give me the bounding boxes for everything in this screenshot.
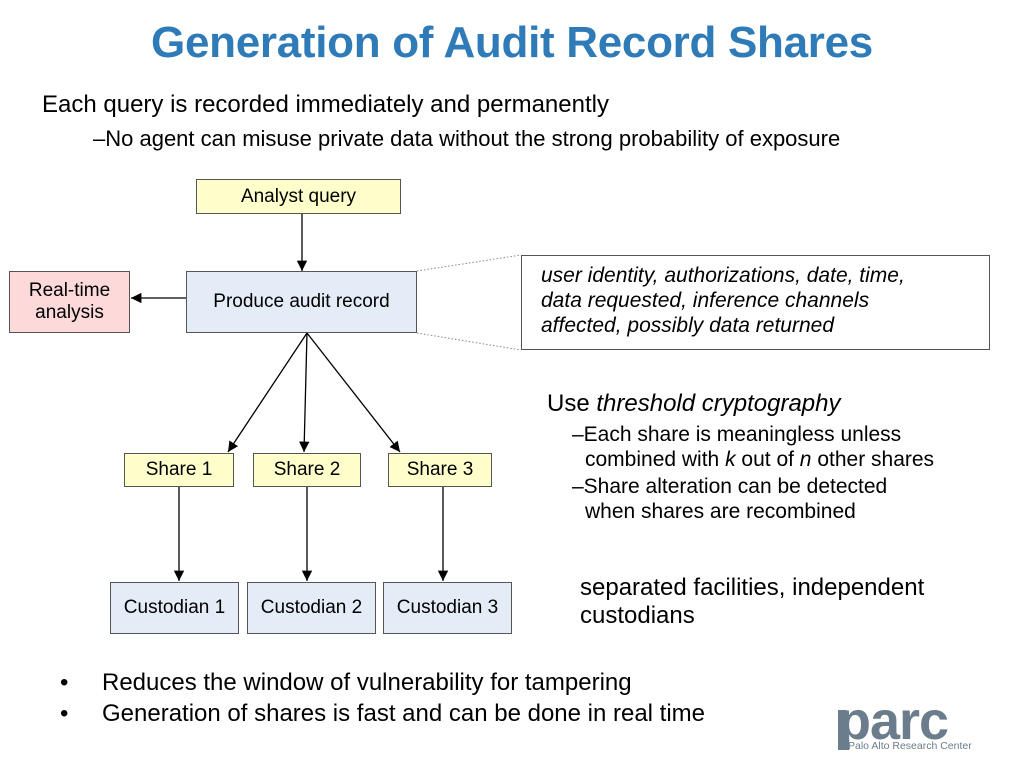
threshold-point-1-line2: combined with k out of n other shares <box>572 447 1017 472</box>
logo-wordmark: parc <box>838 691 949 751</box>
arrow-record-to-share2 <box>299 332 310 453</box>
logo-bar <box>838 710 846 750</box>
analyst-query-box: Analyst query <box>196 179 401 214</box>
realtime-analysis-line1: Real-time <box>28 280 111 301</box>
logo-subtitle: Palo Alto Research Center <box>848 740 972 752</box>
threshold-point-1: –Each share is meaningless unless combin… <box>572 422 1017 472</box>
bullet-item: • Reduces the window of vulnerability fo… <box>60 669 632 697</box>
annotation-line: affected, possibly data returned <box>541 314 835 337</box>
parc-logo: parc Palo Alto Research Center <box>838 691 998 756</box>
subtitle-subline: –No agent can misuse private data withou… <box>93 126 841 151</box>
share-3-box: Share 3 <box>388 453 492 487</box>
arrow-record-to-share1 <box>227 332 308 453</box>
custodian-2-box: Custodian 2 <box>247 582 376 634</box>
threshold-point-2-line1: –Share alteration can be detected <box>572 475 888 498</box>
threshold-prefix: Use <box>547 390 597 417</box>
threshold-point-2-line2: when shares are recombined <box>585 500 856 523</box>
arrow-record-to-share3 <box>306 332 401 453</box>
page-title: Generation of Audit Record Shares <box>151 18 873 67</box>
bullet-text: Generation of shares is fast and can be … <box>102 700 706 727</box>
audit-record-contents-box <box>521 255 990 350</box>
text-fragment: combined with <box>585 448 726 471</box>
bullet-text: Reduces the window of vulnerability for … <box>102 669 632 696</box>
threshold-point-1-line1: –Each share is meaningless unless <box>572 423 902 446</box>
custodian-1-box: Custodian 1 <box>110 582 239 634</box>
text-fragment: out of <box>735 448 800 471</box>
realtime-analysis-line2: analysis <box>35 302 104 323</box>
separated-facilities-text: separated facilities, independent custod… <box>580 574 925 629</box>
subtitle-line: Each query is recorded immediately and p… <box>42 91 609 118</box>
variable-k: k <box>725 448 736 471</box>
produce-audit-record-box: Produce audit record <box>186 271 417 333</box>
custodian-3-box: Custodian 3 <box>383 582 512 634</box>
bullet-marker: • <box>60 700 69 727</box>
bullet-item: • Generation of shares is fast and can b… <box>60 700 705 728</box>
annotation-line: user identity, authorizations, date, tim… <box>541 264 905 287</box>
threshold-point-2: –Share alteration can be detected when s… <box>572 474 1002 524</box>
threshold-heading: Use threshold cryptography <box>547 390 841 418</box>
callout-line-top <box>416 254 522 272</box>
audit-record-contents-text: user identity, authorizations, date, tim… <box>541 263 986 338</box>
share-2-box: Share 2 <box>253 453 361 487</box>
text-fragment: other shares <box>811 448 935 471</box>
realtime-analysis-box: Real-time analysis <box>9 271 130 333</box>
callout-line-bottom <box>416 332 522 351</box>
share-1-box: Share 1 <box>124 453 234 487</box>
variable-n: n <box>799 448 812 471</box>
annotation-line: data requested, inference channels <box>541 289 870 312</box>
bullet-marker: • <box>60 669 69 696</box>
threshold-term: threshold cryptography <box>596 390 841 417</box>
